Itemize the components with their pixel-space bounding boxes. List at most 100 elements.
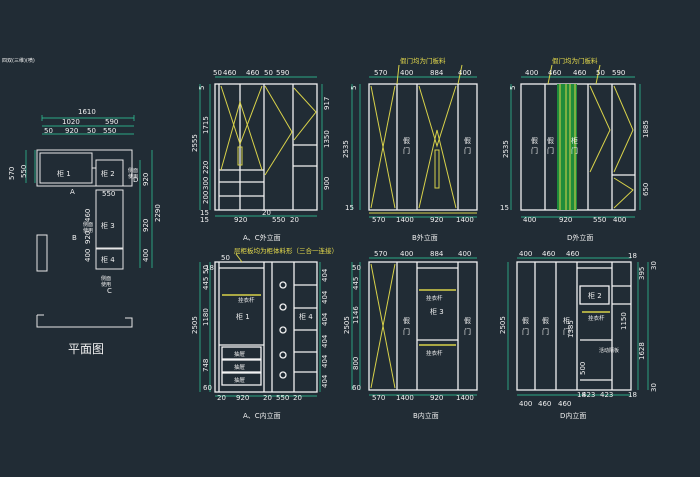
e3-top-400: 400 <box>525 69 538 77</box>
e1-right-900: 900 <box>323 177 331 190</box>
e3-door3b: 门 <box>571 146 578 155</box>
e3-door1: 假 <box>531 136 538 145</box>
e2-door1: 假 <box>403 136 410 145</box>
plan-dim-right-920a: 920 <box>142 173 150 186</box>
elevation-b-interior: 570 400 884 400 50 445 2505 1146 800 60 … <box>343 250 478 420</box>
e5-bot-920: 920 <box>430 394 443 402</box>
e5-top-570: 570 <box>374 250 387 258</box>
e3-door3: 柜 <box>571 136 578 145</box>
plan-dim-50b: 50 <box>87 127 96 135</box>
e6-right-18: 18 <box>628 391 637 399</box>
e4-top-50: 50 <box>221 254 230 262</box>
e4-left-748: 748 <box>202 359 210 372</box>
elevation-ac-exterior: 50 460 460 50 590 5 1715 2555 220 300 20… <box>191 69 331 242</box>
e6-top-460b: 460 <box>566 250 579 258</box>
e2-bot-920: 920 <box>430 216 443 224</box>
e6-bot-460b: 460 <box>558 400 571 408</box>
e2-door2: 假 <box>464 136 471 145</box>
e1-left-15a: 15 <box>200 209 209 217</box>
e1-top-460a: 460 <box>223 69 236 77</box>
e4-bot-20c: 20 <box>293 394 302 402</box>
e4-bot-20a: 20 <box>217 394 226 402</box>
e5-door1: 假 <box>403 316 410 325</box>
e6-note: 活动隔板 <box>599 347 619 354</box>
plan-dim-550: 550 <box>103 127 116 135</box>
e5-left-2505: 2505 <box>343 316 351 334</box>
e4-left-1180: 1180 <box>202 308 210 326</box>
e3-top-460a: 460 <box>548 69 561 77</box>
e4-cab-1: 柜 1 <box>236 312 250 321</box>
e5-door2: 假 <box>464 316 471 325</box>
e1-bot-20a: 20 <box>262 209 271 217</box>
e5-left-1146: 1146 <box>352 306 360 324</box>
e1-left-5: 5 <box>198 86 206 90</box>
e3-door1b: 门 <box>531 146 538 155</box>
e4-bot-920: 920 <box>236 394 249 402</box>
e6-rail: 挂衣杆 <box>588 314 605 322</box>
e6-right-500: 500 <box>579 362 587 375</box>
e6-cab-2: 柜 2 <box>588 291 602 300</box>
e3-left-2535: 2535 <box>502 140 510 158</box>
e5-top-400b: 400 <box>458 250 471 258</box>
e2-left-5: 5 <box>350 86 358 90</box>
plan-dim-550-left: 550 <box>20 165 28 178</box>
e4-top-18: 18 <box>205 264 214 272</box>
e3-bot-400b: 400 <box>613 216 626 224</box>
e6-right-395: 395 <box>638 267 646 280</box>
e5-bot-570: 570 <box>372 394 385 402</box>
e4-right-404c: 404 <box>321 312 329 326</box>
plan-cab-2: 柜 2 <box>101 169 115 178</box>
plan-dim-mid-460: 460 <box>84 209 92 222</box>
e1-right-917: 917 <box>323 97 331 110</box>
e4-drawer-3: 抽屉 <box>234 376 246 384</box>
plan-note-use-2: 使用 <box>83 227 93 234</box>
e1-left-200: 200 <box>202 191 210 204</box>
plan-tag-a: A <box>70 188 75 196</box>
e6-top-30: 30 <box>650 261 658 270</box>
plan-dim-right-2290: 2290 <box>154 204 162 222</box>
e6-top-460a: 460 <box>542 250 555 258</box>
e4-bot-550: 550 <box>276 394 289 402</box>
e3-bot-920: 920 <box>559 216 572 224</box>
plan-view: 1610 1020 590 50 920 50 550 570 550 柜 1 … <box>8 108 162 356</box>
e6-right-1628: 1628 <box>638 342 646 360</box>
plan-note-side-2: 侧面 <box>83 221 93 228</box>
plan-dim-right-920b: 920 <box>142 219 150 232</box>
e1-left-15b: 15 <box>200 216 209 224</box>
e4-right-404d: 404 <box>321 334 329 348</box>
e5-left-50: 50 <box>352 264 361 272</box>
plan-dim-570: 570 <box>8 167 16 180</box>
e2-door1b: 门 <box>403 146 410 155</box>
e4-left-60: 60 <box>203 384 212 392</box>
e3-note: 假门均为门板料 <box>552 56 598 65</box>
e6-right-1150: 1150 <box>620 312 628 330</box>
e5-door1b: 门 <box>403 327 410 336</box>
e3-bot-400a: 400 <box>523 216 536 224</box>
plan-note-side: 侧面 <box>128 167 138 174</box>
e2-top-570: 570 <box>374 69 387 77</box>
e4-rail: 挂衣杆 <box>238 296 255 304</box>
plan-tag-b: B <box>72 234 77 242</box>
e3-door2: 假 <box>547 136 554 145</box>
e6-door2: 假 <box>542 316 549 325</box>
plan-note-use: 使用 <box>128 173 138 180</box>
e4-right-404a: 404 <box>321 268 329 282</box>
e4-note: 层柜板均为柜体料形（三合一连接） <box>234 246 338 255</box>
e1-bot-550: 550 <box>272 216 285 224</box>
e4-right-404f: 404 <box>321 374 329 388</box>
e5-rail-2: 挂衣杆 <box>426 349 443 357</box>
e6-right-30: 30 <box>650 383 658 392</box>
e4-right-404b: 404 <box>321 290 329 304</box>
e6-door2b: 门 <box>542 327 549 336</box>
e6-bot-423b: 423 <box>600 391 613 399</box>
e4-cab-4: 柜 4 <box>299 312 313 321</box>
e5-cab-3: 柜 3 <box>430 307 444 316</box>
e1-right-1350: 1350 <box>323 130 331 148</box>
plan-note-use-3: 使用 <box>101 281 111 288</box>
plan-cab-3: 柜 3 <box>101 221 115 230</box>
e1-top-50a: 50 <box>213 69 222 77</box>
e5-left-445: 445 <box>352 277 360 290</box>
e3-green-panel <box>557 84 577 210</box>
e2-note: 假门均为门板料 <box>400 56 446 65</box>
